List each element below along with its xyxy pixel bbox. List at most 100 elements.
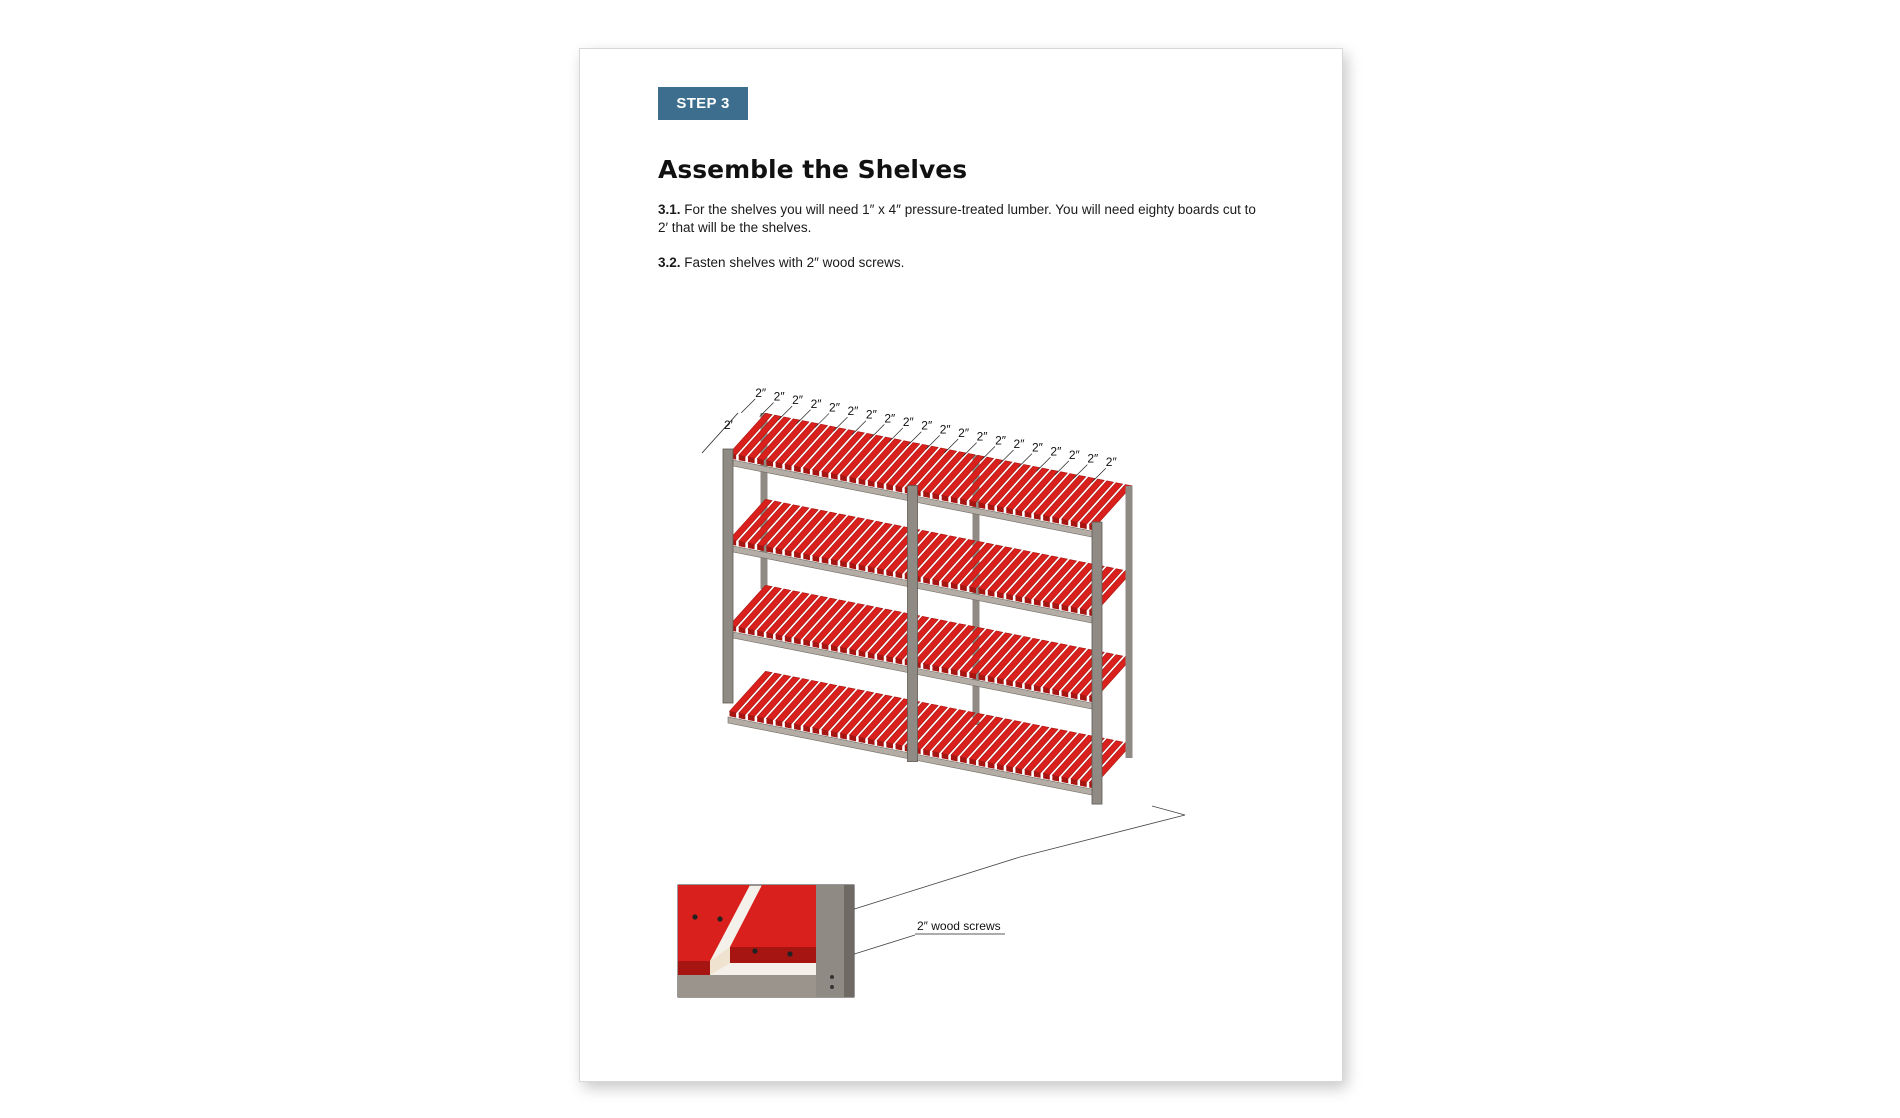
shelf-board-edge: [849, 477, 857, 484]
shelf-board-edge: [987, 762, 995, 769]
shelf-board-edge: [849, 735, 857, 742]
screw-icon: [717, 916, 723, 922]
shelf-board-edge: [812, 727, 820, 735]
shelf-board-edge: [794, 638, 801, 645]
screw-icon: [830, 985, 834, 989]
shelf-board-edge: [830, 473, 838, 480]
shelf-board-edge: [997, 592, 1004, 599]
shelf-board: [1079, 482, 1124, 525]
inset-rail: [710, 947, 730, 975]
shelf-board-edge: [978, 760, 986, 767]
shelf-board-edge: [1070, 520, 1078, 528]
shelf-board: [848, 608, 893, 651]
shelf-board-edge: [784, 722, 792, 729]
shelf-board-edge: [757, 544, 764, 552]
shelf-board-edge: [895, 572, 903, 579]
shelf-board: [1042, 475, 1087, 518]
shelf-board-edge: [1006, 680, 1013, 687]
screw-callout-label: 2″ wood screws: [917, 919, 1001, 933]
gap-leader-line: [759, 402, 774, 417]
shelf-board-edge: [729, 711, 737, 718]
shelf-board-edge: [1015, 595, 1023, 603]
shelf-board-edge: [867, 566, 875, 574]
shelf-board: [1005, 467, 1050, 510]
shelf-board-edge: [1033, 685, 1041, 692]
shelf-board: [941, 626, 985, 669]
shelf-board-edge: [830, 731, 838, 738]
screw-icon: [692, 914, 698, 920]
shelf-board-edge: [932, 579, 940, 586]
shelf-board-edge: [840, 733, 847, 740]
shelf-frame-front: [722, 448, 1133, 805]
shelf-board-edge: [784, 550, 792, 557]
shelf-board: [765, 506, 810, 549]
shelf-board: [802, 513, 847, 556]
inset-board: [678, 885, 750, 961]
shelf-board-edge: [747, 542, 755, 550]
shelf-board-edge: [794, 552, 801, 559]
inset-board-edge: [678, 961, 710, 975]
shelf-board-edge: [738, 627, 746, 634]
shelf-board-edge: [950, 497, 958, 504]
gap-dimension-label: 2″: [958, 426, 970, 440]
shelf-board: [802, 685, 847, 728]
shelf-board-edge: [1043, 515, 1050, 522]
gap-leader-line: [962, 442, 977, 457]
shelf-board-edge: [969, 672, 976, 680]
shelf-board-edge: [840, 647, 847, 654]
depth-dimension-line: [701, 412, 739, 454]
shelf-board-edge: [1052, 517, 1060, 524]
shelf-board-edge: [858, 478, 866, 486]
shelf-board-edge: [978, 674, 986, 681]
shelf-board-edge: [941, 581, 949, 588]
shelf-board-edge: [960, 670, 967, 678]
gap-dimension-label: 2″: [829, 400, 841, 414]
inset-post-side: [844, 885, 854, 997]
shelf-board-edge: [895, 486, 903, 493]
shelf-board-edge: [784, 636, 792, 643]
shelf-board-edge: [1024, 683, 1032, 691]
shelf-board-edge: [978, 502, 986, 509]
gap-dimension-label: 2″: [921, 419, 933, 433]
shelf-board-edge: [794, 724, 801, 731]
shelf-board: [1061, 478, 1105, 521]
shelf-board-edge: [858, 564, 866, 572]
shelf-board-edge: [950, 583, 958, 590]
shelf-board-edge: [877, 482, 884, 489]
gap-leader-line: [851, 420, 867, 435]
shelf-assembly-illustration: 2′2″2″2″2″2″2″2″2″2″2″2″2″2″2″2″2″2″2″2″…: [677, 386, 1186, 998]
callout-leader-line: [1019, 814, 1186, 858]
gap-dimension-label: 2″: [1106, 455, 1118, 469]
shelf-board: [968, 460, 1013, 503]
gap-leader-line: [907, 431, 922, 446]
shelf-board-edge: [895, 658, 903, 665]
gap-leader-line: [980, 446, 996, 461]
gap-dimension-label: 2″: [774, 389, 786, 403]
gap-leader-line: [1054, 460, 1070, 476]
shelf-board-edge: [923, 491, 930, 498]
shelf-board-edge: [987, 504, 995, 511]
gap-leader-line: [1036, 457, 1051, 472]
gap-leader-line: [1091, 467, 1107, 483]
instruction-3-1: 3.1. For the shelves you will need 1″ x …: [658, 201, 1258, 237]
shelf-board-edge: [932, 665, 940, 672]
shelf-board-edge: [766, 718, 774, 725]
instruction-text: For the shelves you will need 1″ x 4″ pr…: [658, 202, 1256, 235]
instruction-text: Fasten shelves with 2″ wood screws.: [684, 255, 905, 270]
gap-dimension-label: 2″: [1087, 452, 1099, 466]
shelf-board-edge: [1024, 511, 1032, 519]
shelf-board-edge: [840, 475, 847, 482]
inset-rail: [678, 975, 816, 997]
gap-leader-line: [888, 427, 904, 443]
step-badge: STEP 3: [658, 87, 748, 120]
callout-leader-line: [1151, 805, 1186, 816]
shelf-board-edge: [766, 546, 774, 553]
front-post: [722, 448, 734, 704]
shelf-board-edge: [1024, 769, 1032, 777]
shelf-board-edge: [932, 751, 940, 758]
shelf-board-edge: [784, 464, 792, 471]
shelf-board-edge: [812, 641, 820, 649]
shelf-board-edge: [997, 764, 1004, 771]
shelf-board-edge: [886, 570, 893, 577]
inset-board: [730, 885, 816, 947]
